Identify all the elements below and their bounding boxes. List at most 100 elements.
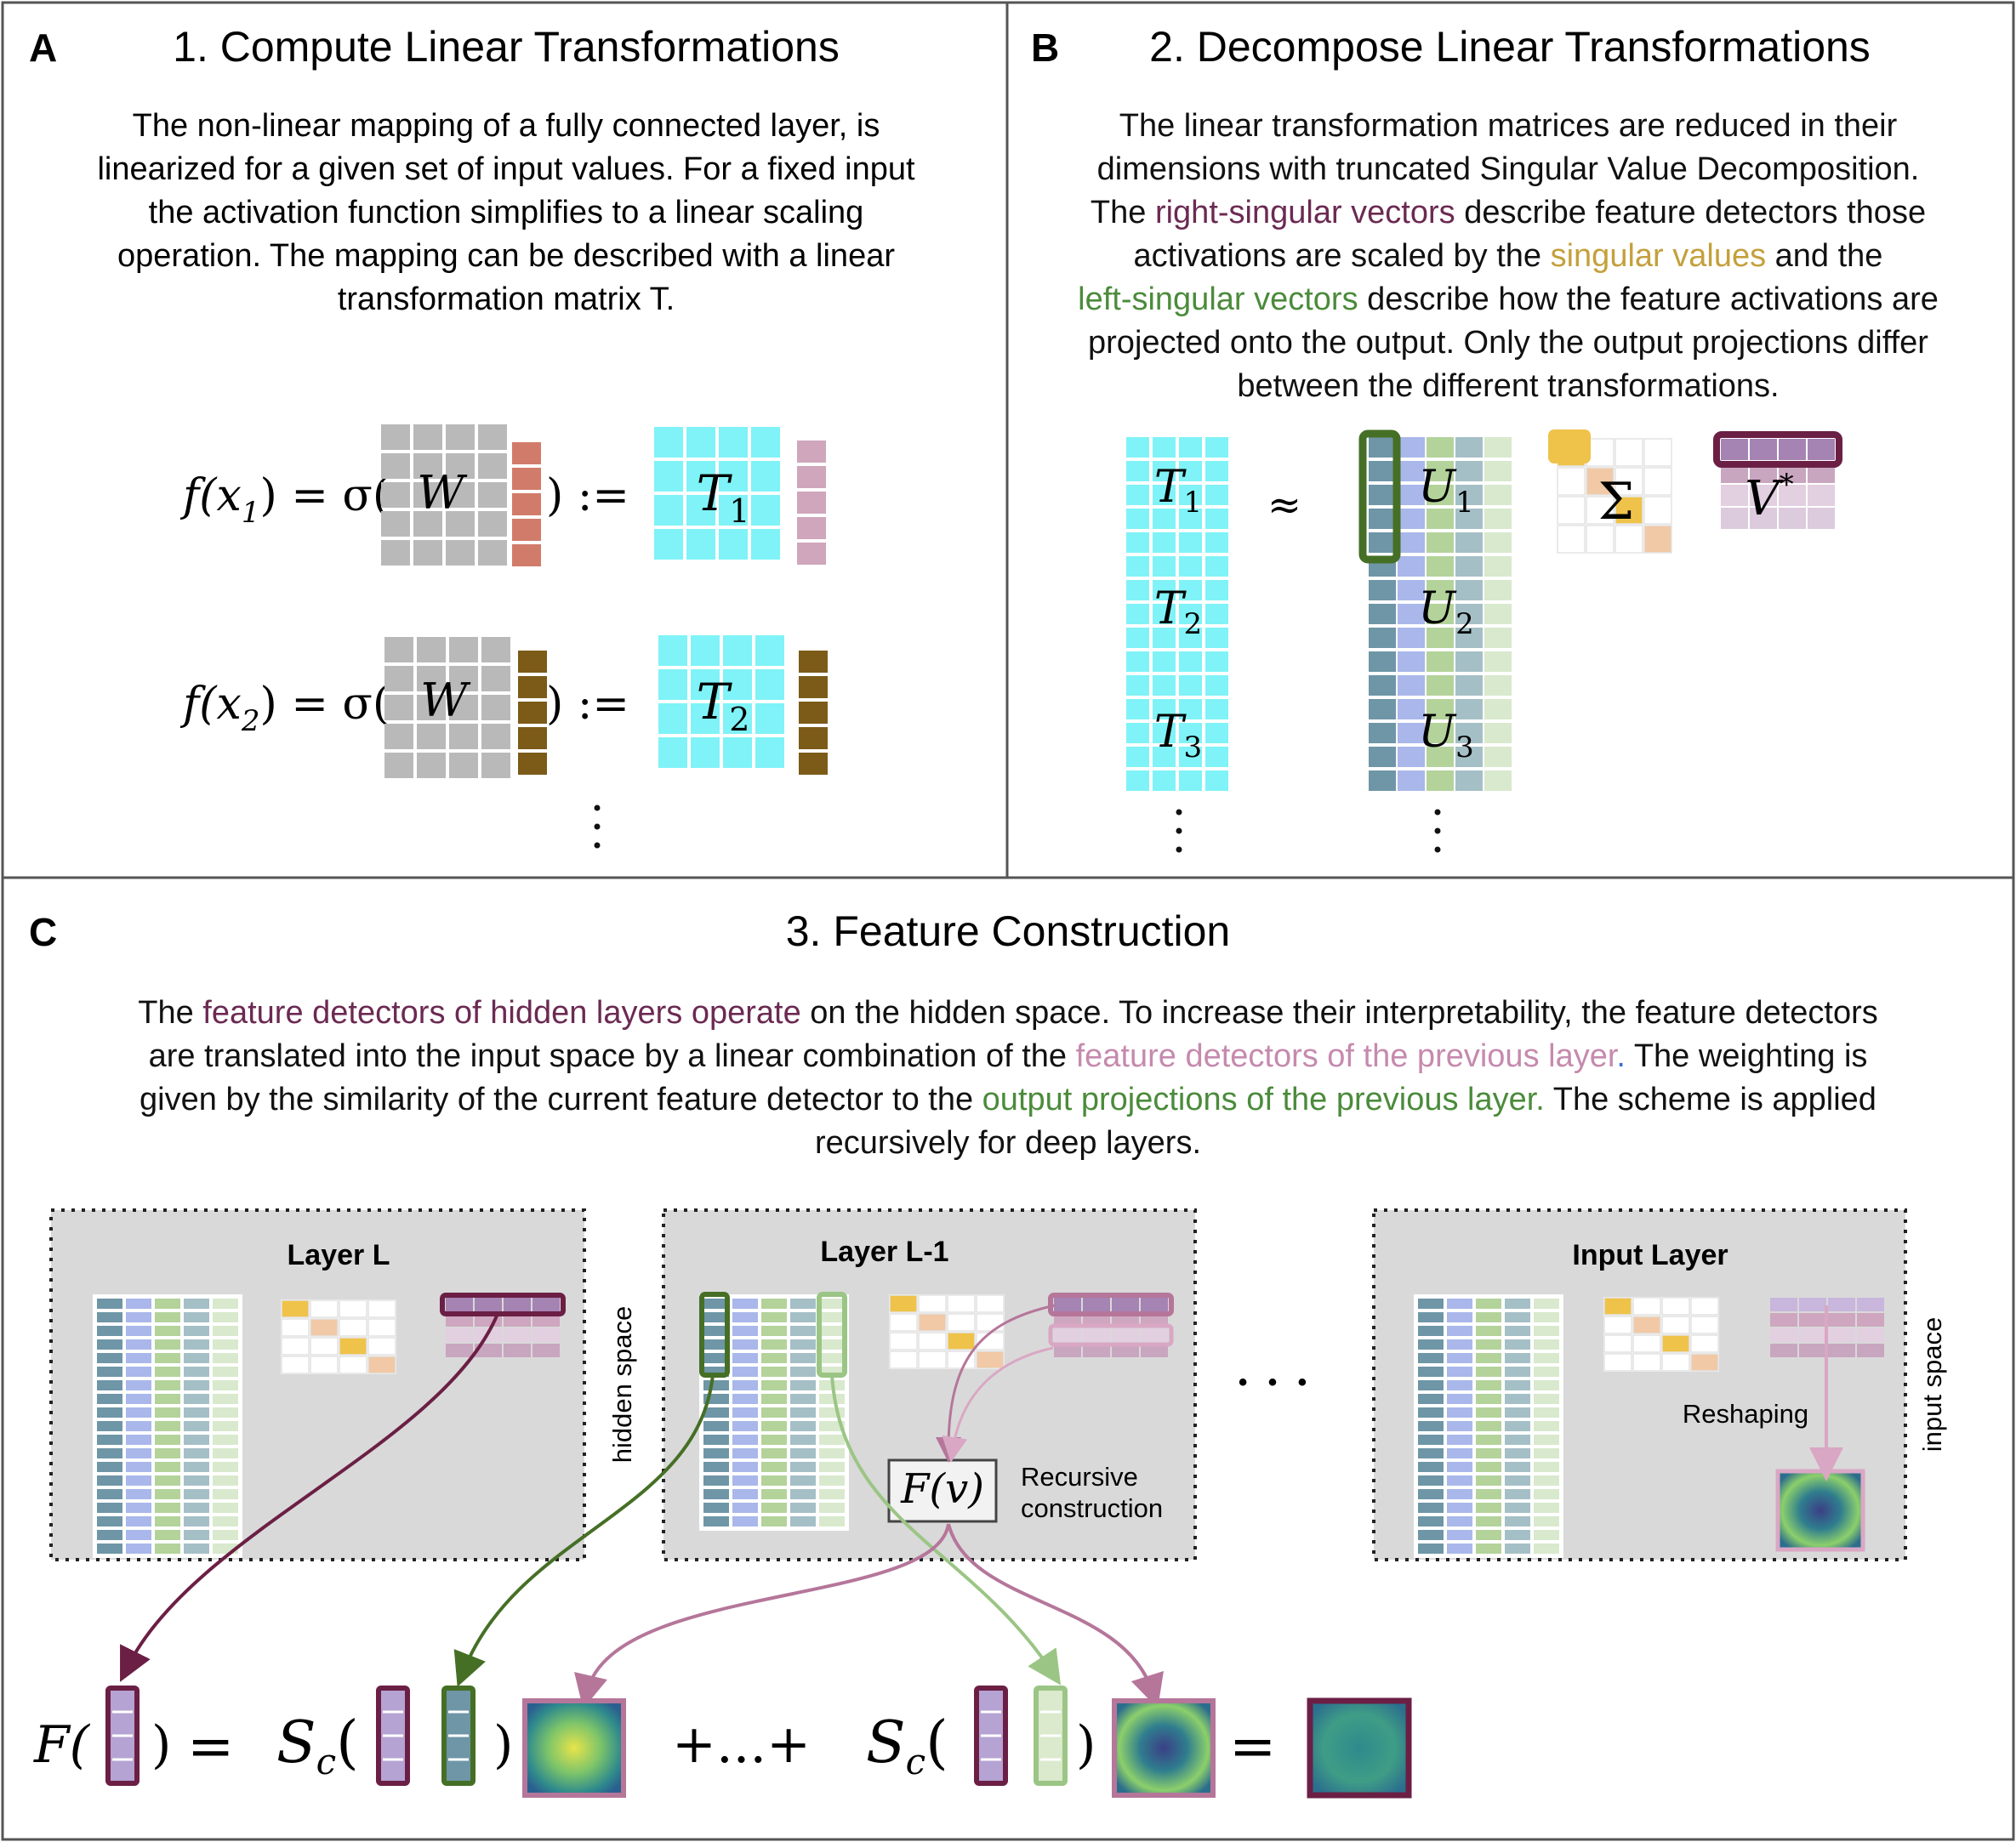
u-cell: [761, 1503, 787, 1513]
bottom-equals-1: =: [187, 1714, 234, 1779]
output-vector-1: [797, 441, 826, 565]
sigma-cell: [1661, 1334, 1690, 1353]
u-cell: [213, 1503, 238, 1513]
u-cell: [1534, 1394, 1559, 1404]
u-cell: [1398, 675, 1425, 696]
u-cell: [732, 1435, 758, 1445]
t-stack-cell: [1205, 651, 1228, 672]
u-cell: [732, 1462, 758, 1472]
u-cell: [1427, 580, 1454, 600]
u-cell: [1398, 723, 1425, 743]
sigma-cell: [918, 1294, 947, 1313]
w-cell: [384, 695, 413, 720]
u-cell: [761, 1326, 787, 1336]
panel-b-letter: B: [1031, 26, 1059, 70]
u-cell: [1505, 1475, 1530, 1486]
sigma-cell: [1690, 1353, 1719, 1372]
u-first-column-highlight: [1358, 429, 1401, 564]
v-cell: [1750, 508, 1777, 529]
sigma-cell: [889, 1294, 918, 1313]
v-cell: [1770, 1313, 1797, 1327]
panel-b-description: The linear transformation matrices are r…: [1078, 108, 1939, 404]
sigma-cell: [367, 1299, 396, 1318]
u-cell: [761, 1353, 787, 1363]
w-cell: [446, 540, 475, 566]
eq1-t-label: T1: [697, 464, 750, 530]
u-cell: [126, 1448, 151, 1458]
u-cell: [213, 1312, 238, 1322]
u-cell: [1447, 1326, 1472, 1336]
v-cell: [475, 1298, 502, 1311]
description-line: recursively for deep layers.: [815, 1125, 1201, 1161]
bottom-sc-2: Sc(: [866, 1709, 948, 1782]
input-vector-x2: [518, 651, 547, 775]
u-cell: [761, 1394, 787, 1404]
w-cell: [446, 482, 475, 508]
ellipsis-dot: [594, 842, 601, 849]
u-cell: [213, 1326, 238, 1336]
w-cell: [478, 511, 507, 537]
u-cell: [819, 1326, 845, 1336]
t2-cell: [723, 669, 752, 700]
eq2-assign: ) :=: [546, 679, 629, 730]
u-cell: [213, 1299, 238, 1309]
v-cell: [504, 1328, 531, 1342]
u-cell: [1418, 1489, 1444, 1499]
sigma-cell: [1632, 1353, 1661, 1372]
u-cell: [1455, 461, 1483, 481]
u-cell: [1447, 1312, 1472, 1322]
u-cell: [1418, 1394, 1444, 1404]
u-cell: [1505, 1339, 1530, 1350]
u-cell: [761, 1475, 787, 1486]
layer-l-minus-1-v-matrix: [1048, 1293, 1174, 1357]
u-cell: [703, 1407, 729, 1418]
u-cell: [1427, 556, 1454, 577]
u-cell: [213, 1339, 238, 1350]
u-cell: [1418, 1299, 1444, 1309]
t2-cell: [755, 635, 784, 666]
output-entry: [799, 651, 828, 673]
eq1-lhs: f(x1) = σ(: [179, 470, 390, 530]
ellipsis-dot: [1434, 809, 1441, 816]
u-cell: [1476, 1516, 1501, 1526]
v-cell: [1779, 485, 1806, 506]
stacked-transformation-matrices: [1126, 437, 1228, 791]
v-row-highlight: [440, 1293, 566, 1316]
w-cell: [481, 724, 510, 749]
v-cell: [475, 1344, 502, 1357]
u-cell: [1427, 485, 1454, 505]
u-cell: [1455, 604, 1483, 624]
u-cell: [1484, 485, 1512, 505]
w-cell: [478, 424, 507, 450]
u-cell: [1418, 1326, 1444, 1336]
sigma-cell: [281, 1299, 310, 1318]
sigma-cell: [1643, 496, 1672, 525]
u-cell: [1447, 1380, 1472, 1390]
recursive-function-label: F(v): [900, 1465, 984, 1513]
t-stack-cell: [1205, 770, 1228, 791]
w-cell: [449, 753, 478, 778]
t-stack-cell: [1153, 651, 1176, 672]
u-cell: [1447, 1394, 1472, 1404]
v-cell: [504, 1298, 531, 1311]
x1-entry: [512, 519, 541, 541]
hidden-space-label: hidden space: [607, 1306, 637, 1463]
x2-entry: [518, 676, 547, 698]
input-layer-v-matrix: [1770, 1298, 1884, 1357]
sigma-cell: [1632, 1297, 1661, 1316]
u-cell: [213, 1407, 238, 1418]
u-cell: [1476, 1353, 1501, 1363]
transformation-matrix-t2: [658, 635, 784, 768]
bottom-equation: F( ) = Sc( ) +...+ Sc( ) =: [33, 1686, 1412, 1799]
ellipsis-dot: [594, 804, 601, 811]
t-stack-cell: [1205, 485, 1228, 505]
t-stack-cell: [1126, 461, 1149, 481]
u-cell: [1534, 1326, 1559, 1336]
u-cell: [1447, 1544, 1472, 1554]
w-cell: [381, 540, 410, 566]
u-cell: [1455, 580, 1483, 600]
t-stack-cell: [1126, 580, 1149, 600]
description-line: linearized for a given set of input valu…: [97, 151, 915, 187]
sigma-cell: [1632, 1334, 1661, 1353]
u-cell: [1476, 1299, 1501, 1309]
